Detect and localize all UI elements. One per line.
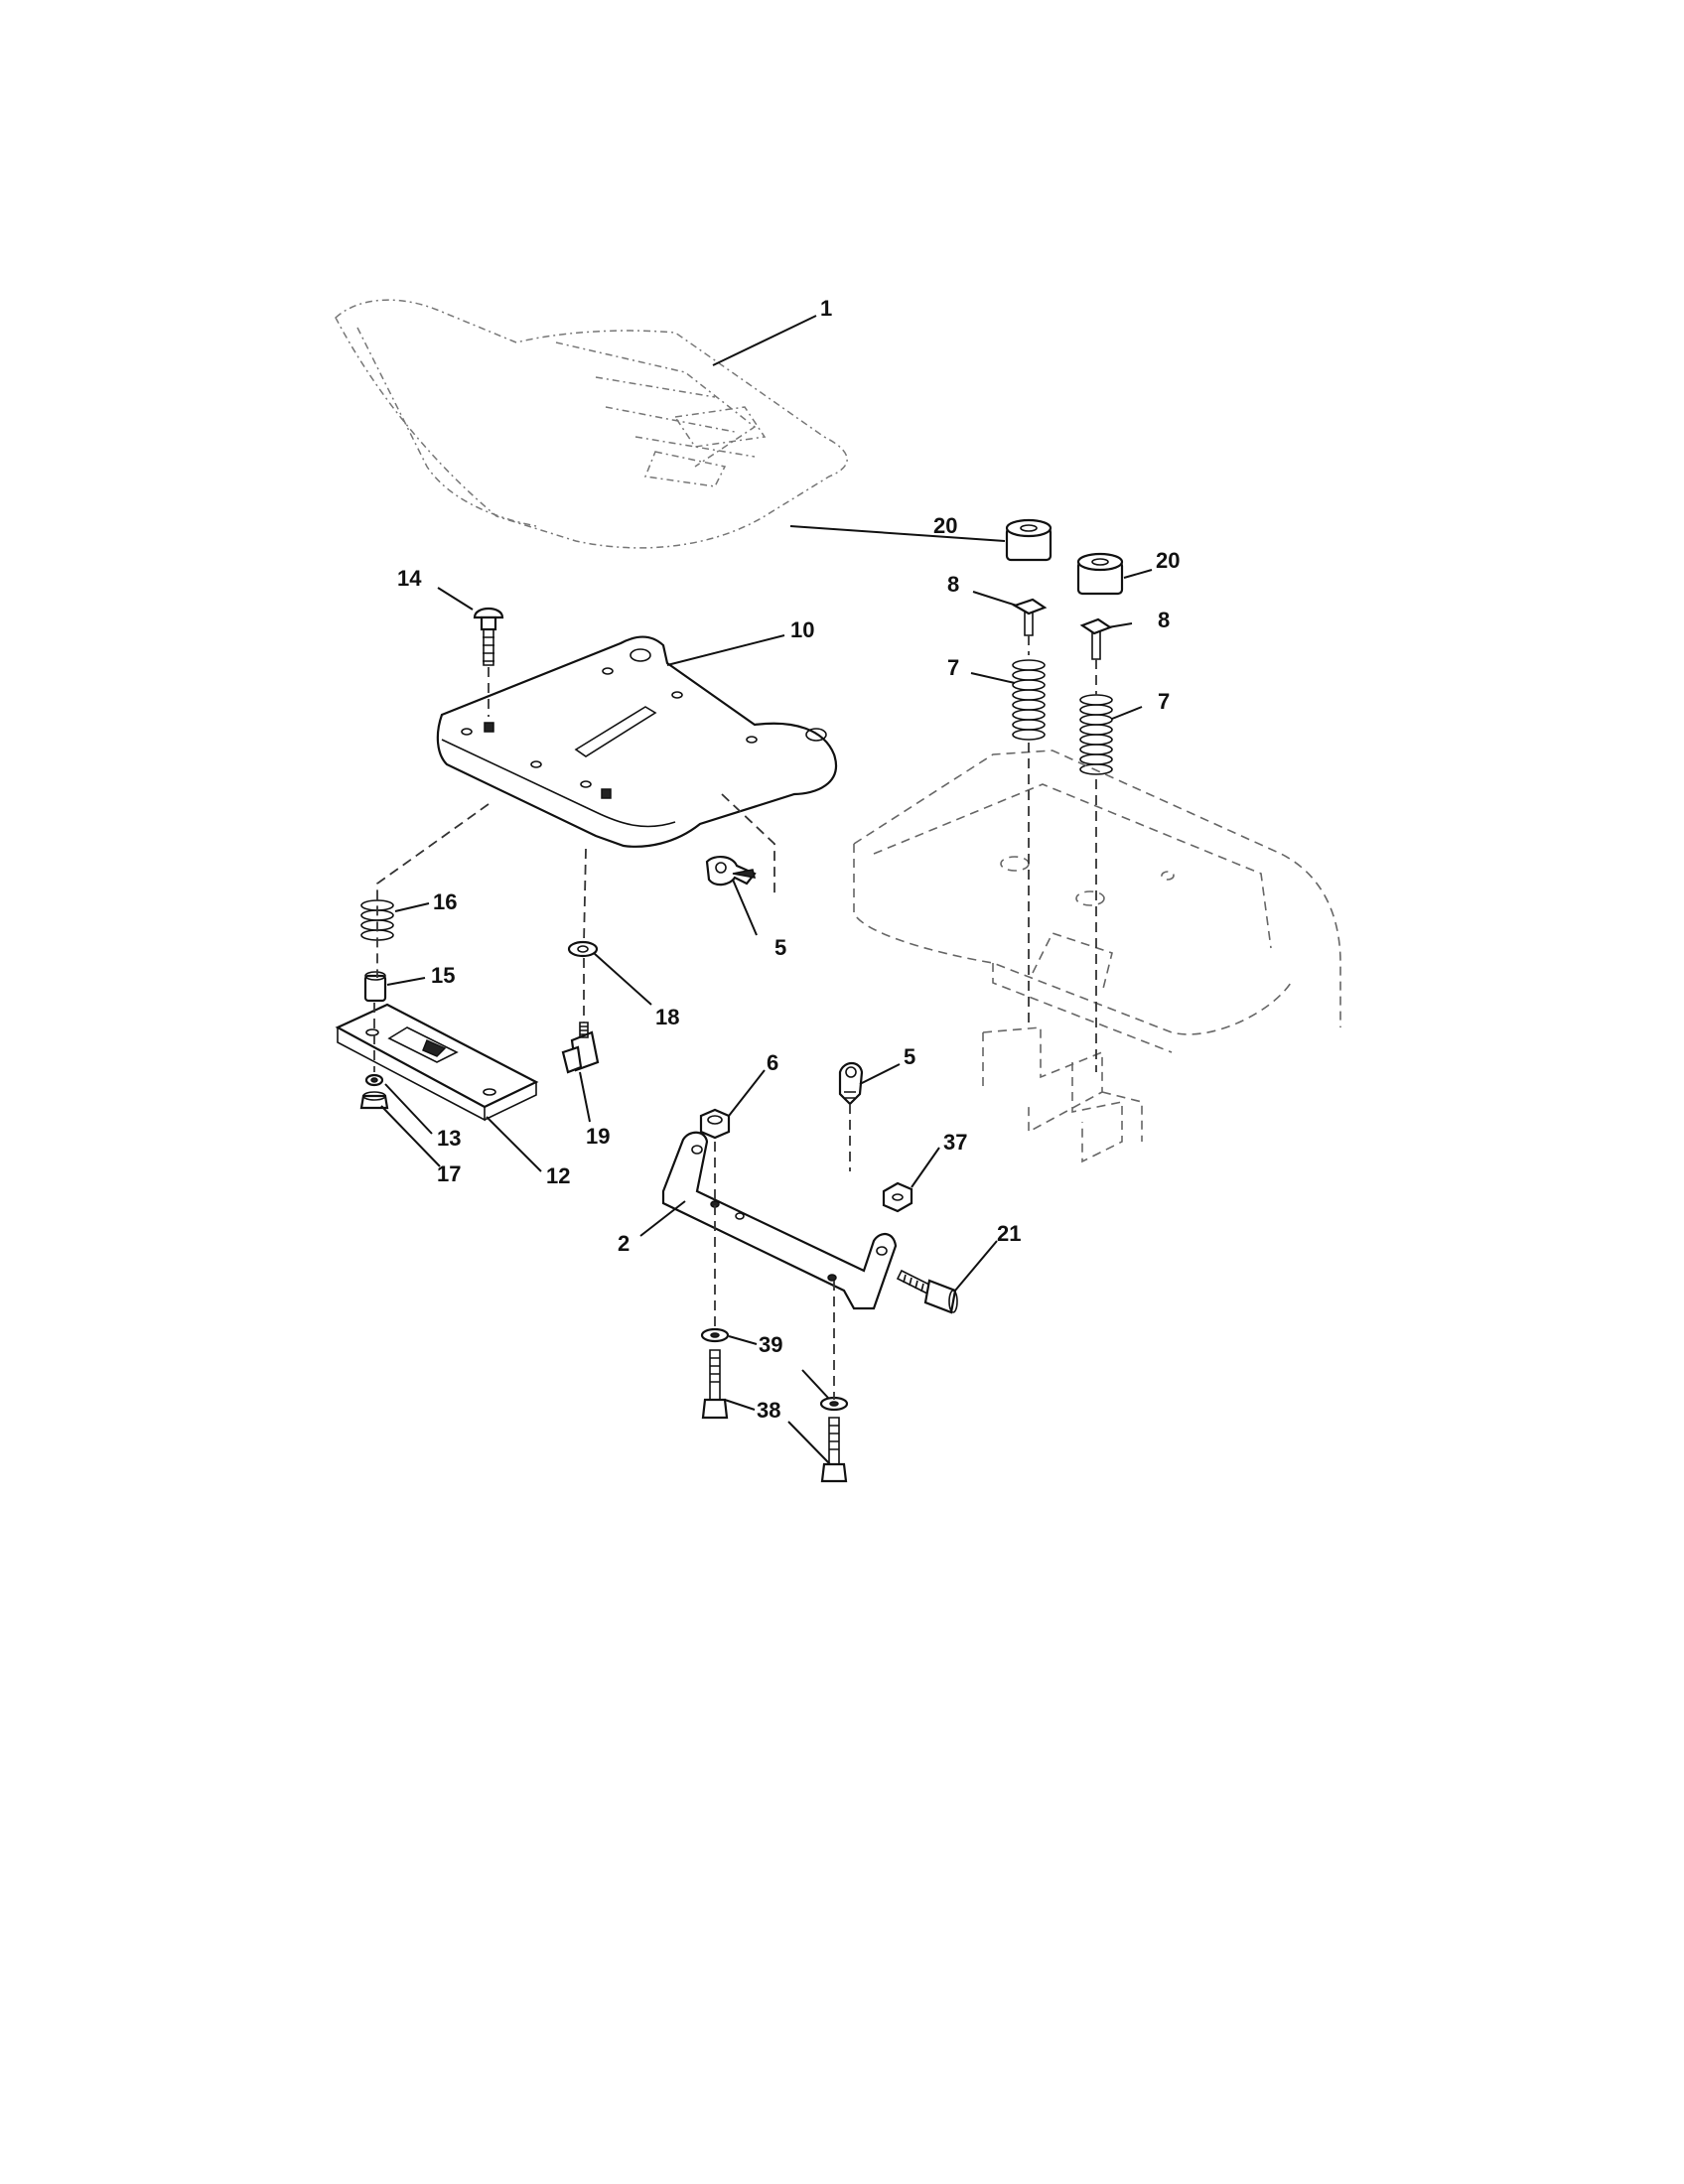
callout-7-right: 7 [1158,689,1170,714]
callout-14: 14 [397,566,422,591]
bushing-part-20-left [1005,518,1052,562]
nut-part-6 [699,1108,731,1140]
bolt-part-38-right [820,1417,848,1483]
nut-part-37 [882,1181,913,1213]
callout-6: 6 [767,1050,778,1075]
bolt-part-38-left [701,1349,729,1420]
callout-39: 39 [759,1332,782,1357]
bracket-part [661,1131,898,1310]
callout-2: 2 [618,1231,630,1256]
nut-part-17 [359,1091,389,1110]
carriage-bolt-part [473,607,504,666]
callout-17: 17 [437,1161,461,1186]
shoulder-bolt-part [896,1269,958,1314]
callout-13: 13 [437,1126,461,1151]
callout-18: 18 [655,1005,679,1029]
seat-part [335,299,848,549]
callout-19: 19 [586,1124,610,1149]
callout-21: 21 [997,1221,1021,1246]
callout-8-right: 8 [1158,608,1170,632]
callout-20-left: 20 [933,513,957,538]
callout-5-lower: 5 [904,1044,915,1069]
assembly-centerlines [373,635,1097,1400]
callout-labels: 1 20 20 8 8 7 7 14 10 5 16 15 18 19 6 5 … [397,296,1180,1423]
tractor-frame-ghost [853,750,1341,1163]
washer-part-18 [567,940,599,958]
washer-part-39-right [819,1396,849,1412]
spring-part-7-right [1079,694,1113,775]
callout-37: 37 [943,1130,967,1155]
callout-12: 12 [546,1163,570,1188]
clip-part-lower [838,1061,864,1106]
bolt-part-8-left [1012,598,1048,636]
callout-20-right: 20 [1156,548,1180,573]
slide-rail-part [335,1003,539,1122]
callout-16: 16 [433,889,457,914]
callout-7-left: 7 [947,655,959,680]
callout-8-left: 8 [947,572,959,597]
spring-part-7-left [1012,659,1046,741]
callout-10: 10 [790,617,814,642]
leader-lines [380,315,1153,1465]
callout-15: 15 [431,963,455,988]
washer-part-39-left [700,1327,730,1343]
bolt-part-8-right [1079,617,1113,660]
bushing-part-20-right [1076,552,1124,596]
knob-part [561,1022,600,1074]
callout-5-upper: 5 [774,935,786,960]
callout-38: 38 [757,1398,780,1423]
spacer-part [363,971,387,1003]
clip-part-upper [705,856,757,887]
seat-pan-part [436,635,837,848]
callout-1: 1 [820,296,832,321]
washer-part-13 [364,1073,384,1087]
